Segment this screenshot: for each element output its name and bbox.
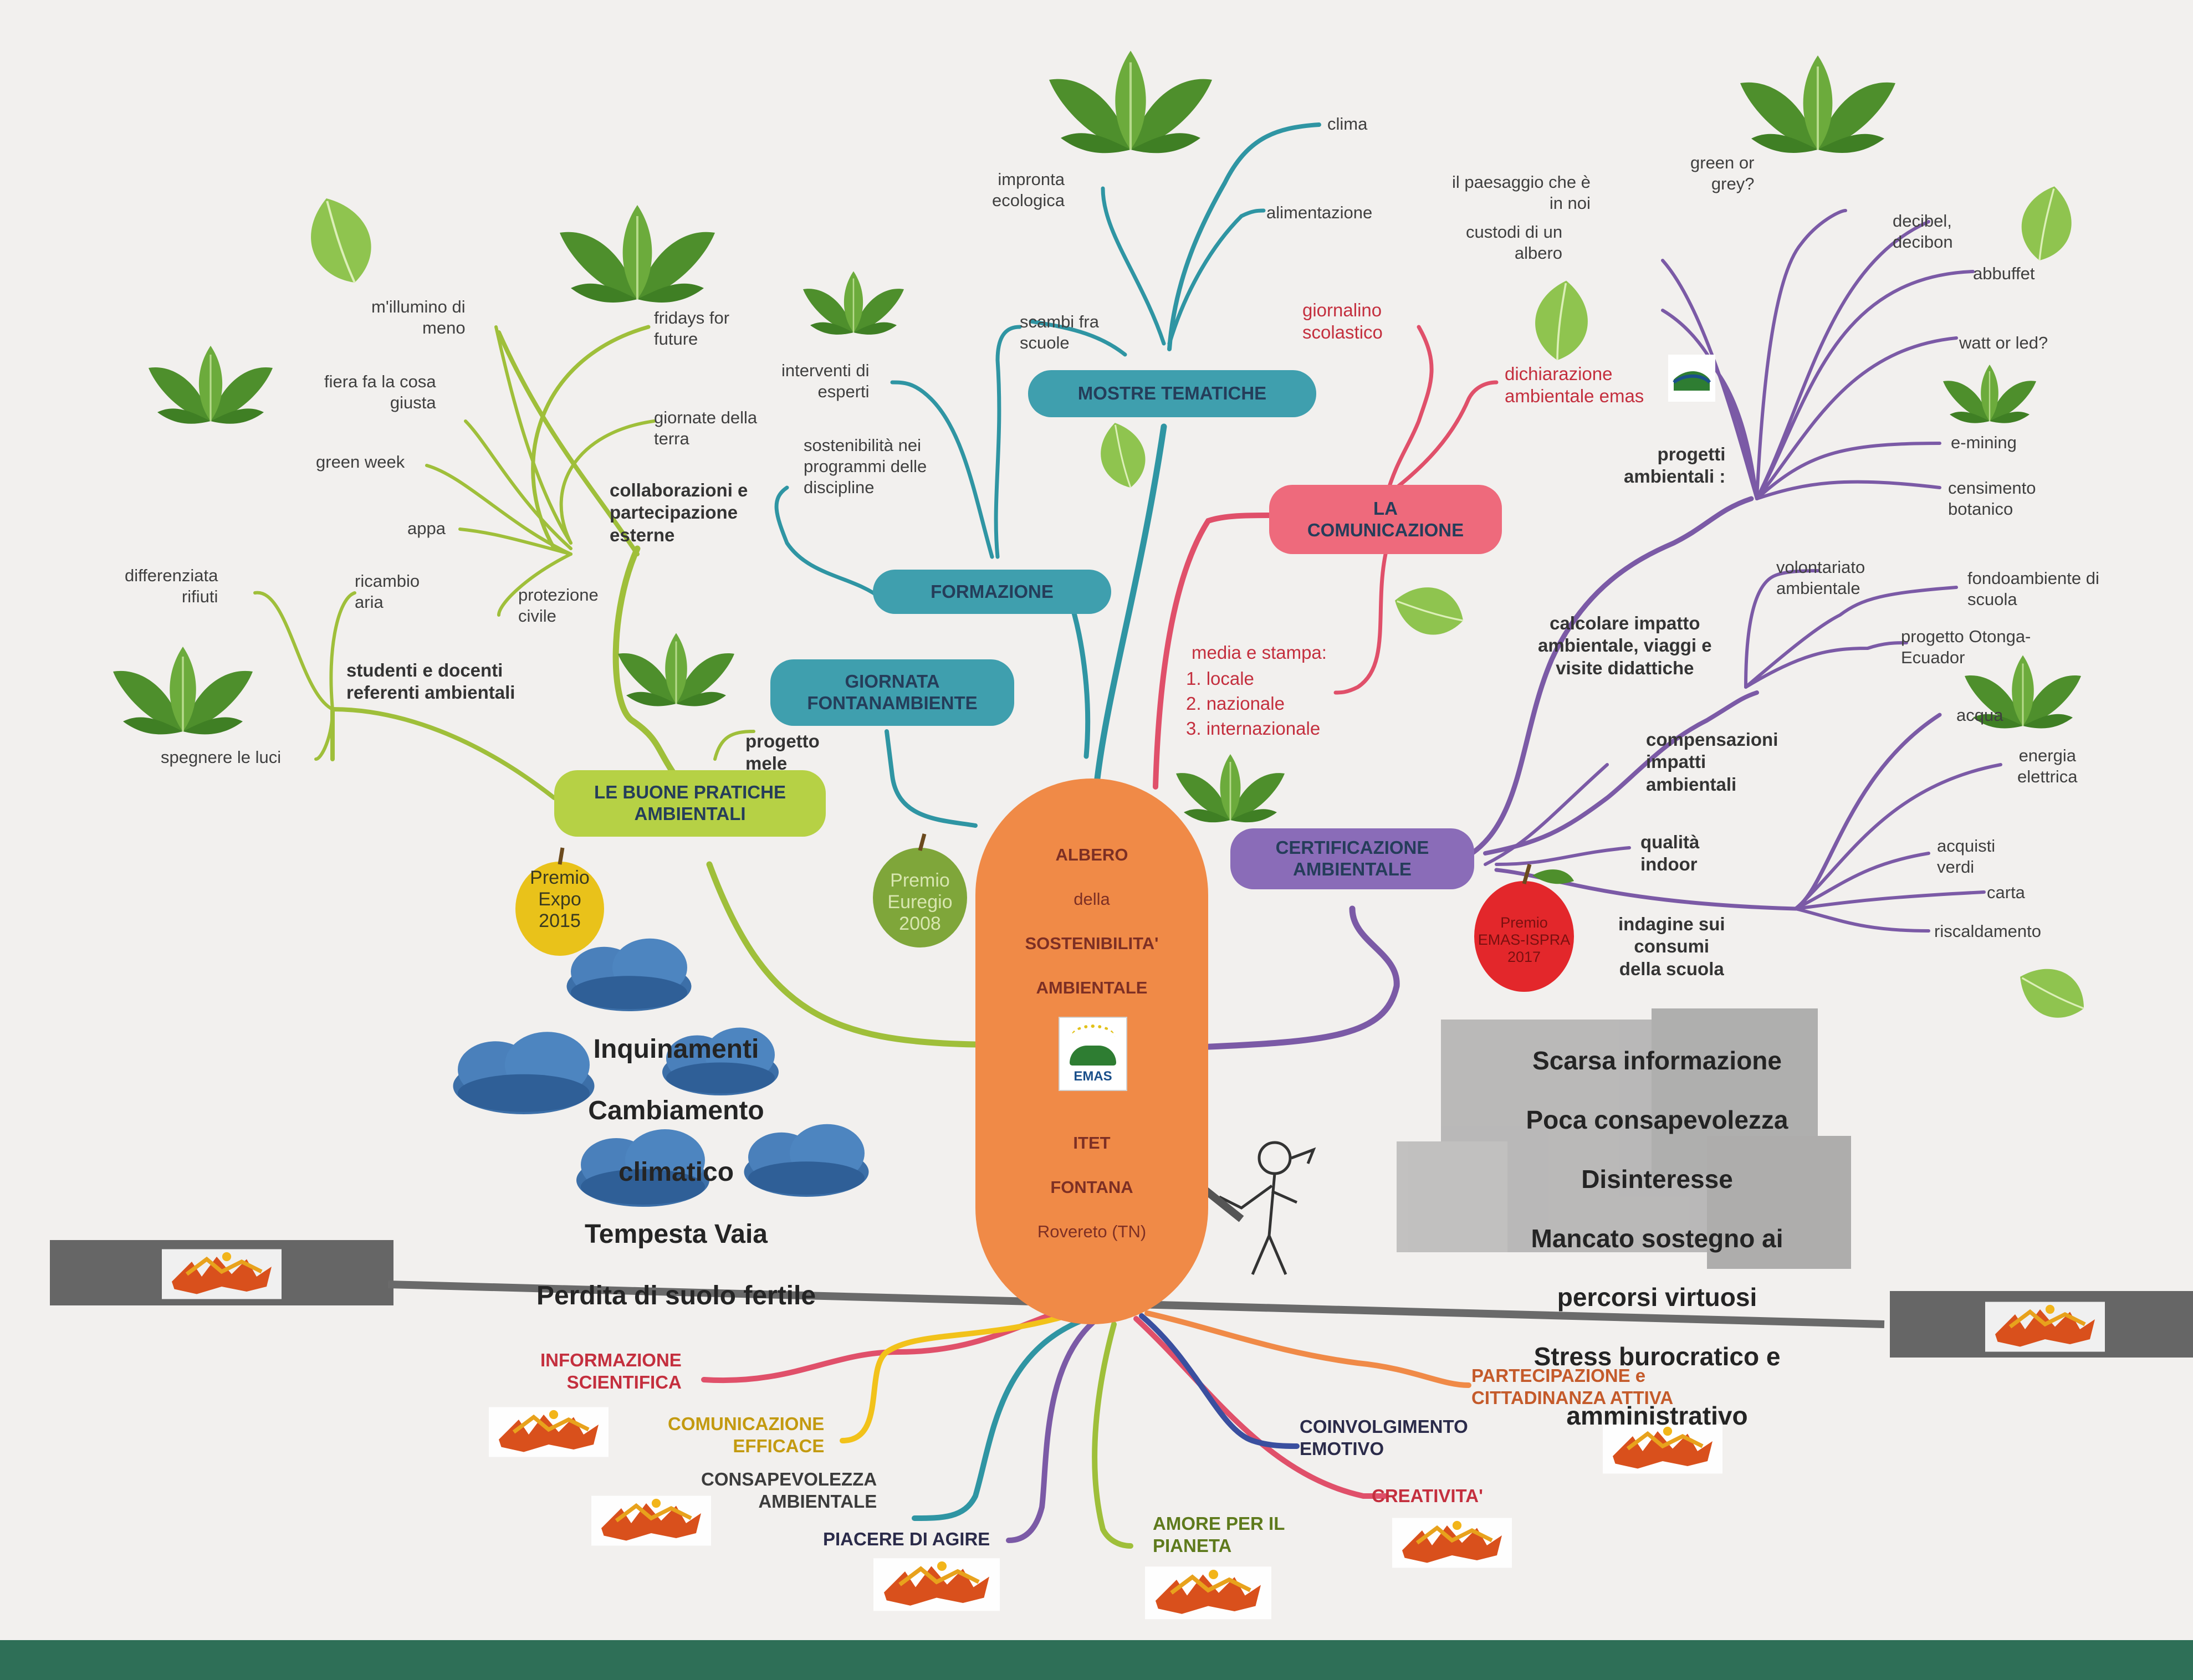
problem-text: Cambiamento [588,1096,764,1126]
item-studenti-docenti-referenti: studenti e docenti referenti ambientali [346,660,515,703]
emas-swoosh-icon [1070,1046,1116,1066]
media-stampa-title: media e stampa: [1192,642,1327,663]
node-le-buone-pratiche: LE BUONE PRATICHE AMBIENTALI [554,770,826,837]
item-custodi-di-un-albero: custodi di un albero [1466,222,1563,263]
emas-stars-icon [1071,1025,1115,1050]
item-clima: clima [1327,114,1368,134]
node-formazione: FORMAZIONE [873,570,1111,614]
root-consapevolezza-ambientale: CONSAPEVOLEZZA AMBIENTALE [701,1469,877,1512]
item-green-week: green week [316,452,405,472]
item-appa: appa [407,519,446,538]
item-scambi-fra-scuole: scambi fra scuole [1020,312,1099,352]
item-giornate-della-terra: giornate della terra [654,408,758,448]
problems-right: Scarsa informazione Poca consapevolezza … [1469,1017,1846,1460]
item-green-or-grey: green or grey? [1690,153,1755,193]
trunk-line6: FONTANA [1050,1177,1133,1197]
trunk-line2: della [1074,889,1110,909]
award-emas-ispra-2017: Premio EMAS-ISPRA 2017 [1478,914,1571,966]
item-spegnere-le-luci: spegnere le luci [161,747,282,767]
trunk-line5: ITET [1073,1133,1111,1153]
item-alimentazione: alimentazione [1266,203,1373,222]
media-list-item: 3. internazionale [1186,718,1321,739]
item-riscaldamento: riscaldamento [1934,921,2041,941]
problem-text: Scarsa informazione [1532,1046,1782,1075]
emas-logo-text: EMAS [1074,1069,1112,1084]
problem-text: Poca consapevolezza [1526,1105,1788,1135]
root-informazione-scientifica: INFORMAZIONE SCIENTIFICA [540,1350,682,1393]
item-energia-elettrica: energia elettrica [2017,746,2078,786]
trunk-line4: AMBIENTALE [1036,978,1148,997]
problems-left: Inquinamenti Cambiamento climatico Tempe… [482,1003,870,1342]
item-interventi-esperti: interventi di esperti [781,361,870,401]
problem-text: Tempesta Vaia [585,1219,768,1249]
award-euregio-2008: Premio Euregio 2008 [887,870,953,935]
item-millumino-di-meno: m'illumino di meno [371,297,466,337]
award-expo-2015: Premio Expo 2015 [530,867,590,932]
problem-text: Mancato sostegno ai [1531,1223,1783,1253]
item-giornalino-scolastico: giornalino scolastico [1302,300,1383,343]
node-mostre-tematiche: MOSTRE TEMATICHE [1028,370,1316,417]
node-la-comunicazione: LA COMUNICAZIONE [1269,485,1502,554]
problem-text: climatico [618,1157,734,1187]
emas-logo-icon [1668,355,1715,402]
item-fridays-for-future: fridays for future [654,308,730,349]
root-amore-per-il-pianeta: AMORE PER IL PIANETA [1153,1513,1285,1556]
item-differenziata-rifiuti: differenziata rifiuti [125,566,218,606]
node-certificazione-ambientale: CERTIFICAZIONE AMBIENTALE [1230,828,1474,889]
item-progetto-mele: progetto mele [745,731,820,774]
item-carta: carta [1987,883,2025,902]
item-decibel-decibon: decibel, decibon [1893,211,1953,252]
item-fiera-fa-la-cosa-giusta: fiera fa la cosa giusta [324,372,436,412]
node-giornata-fontanambiente: GIORNATA FONTANAMBIENTE [770,659,1014,726]
trunk-line1: ALBERO [1055,845,1128,864]
problem-text: Perdita di suolo fertile [536,1281,816,1311]
item-indagine-consumi: indagine sui consumi della scuola [1618,914,1725,979]
problem-text: amministrativo [1566,1401,1748,1430]
media-list-item: 2. nazionale [1186,693,1285,714]
root-piacere-di-agire: PIACERE DI AGIRE [823,1529,990,1549]
item-volontariato-ambientale: volontariato ambientale [1776,557,1865,598]
item-acquisti-verdi: acquisti verdi [1937,836,1996,877]
item-sostenibilita-programmi: sostenibilità nei programmi delle discip… [804,436,927,497]
item-progetti-ambientali: progetti ambientali : [1624,444,1726,487]
item-dichiarazione-emas: dichiarazione ambientale emas [1505,363,1644,407]
problem-text: Disinteresse [1581,1164,1733,1194]
root-comunicazione-efficace: COMUNICAZIONE EFFICACE [668,1413,825,1457]
item-protezione-civile: protezione civile [518,585,599,626]
item-collaborazioni-esterne: collaborazioni e partecipazione esterne [610,480,748,545]
problem-text: Inquinamenti [593,1034,759,1064]
item-acqua: acqua [1956,705,2003,725]
problem-text: percorsi virtuosi [1557,1283,1757,1312]
item-e-mining: e-mining [1951,433,2017,452]
root-creativita: CREATIVITA' [1372,1486,1483,1506]
item-ricambio-aria: ricambio aria [355,571,420,612]
item-qualita-indoor: qualità indoor [1640,832,1700,875]
trunk-line3: SOSTENIBILITA' [1025,934,1159,953]
item-paesaggio-che-e-in-noi: il paesaggio che è in noi [1452,172,1591,213]
apple-icon [515,833,1574,992]
root-coinvolgimento-emotivo: COINVOLGIMENTO EMOTIVO [1300,1416,1468,1459]
item-abbuffet: abbuffet [1973,264,2035,283]
item-censimento-botanico: censimento botanico [1948,478,2036,519]
item-progetto-otonga: progetto Otonga- Ecuador [1901,627,2031,667]
trunk-line7: Rovereto (TN) [1037,1222,1147,1241]
root-partecipazione-cittadinanza: PARTECIPAZIONE e CITTADINANZA ATTIVA [1471,1365,1674,1408]
emas-logo: EMAS [1059,1017,1127,1091]
item-calcolare-impatto: calcolare impatto ambientale, viaggi e v… [1538,613,1712,678]
item-watt-or-led: watt or led? [1959,333,2048,352]
item-compensazioni-impatti: compensazioni impatti ambientali [1646,729,1778,795]
media-list-item: 1. locale [1186,668,1254,689]
tree-trunk: ALBERO della SOSTENIBILITA' AMBIENTALE E… [975,778,1208,1324]
item-impronta-ecologica: impronta ecologica [992,170,1065,210]
problem-text: Stress burocratico e [1533,1341,1781,1371]
item-fondoambiente-di-scuola: fondoambiente di scuola [1967,568,2099,609]
